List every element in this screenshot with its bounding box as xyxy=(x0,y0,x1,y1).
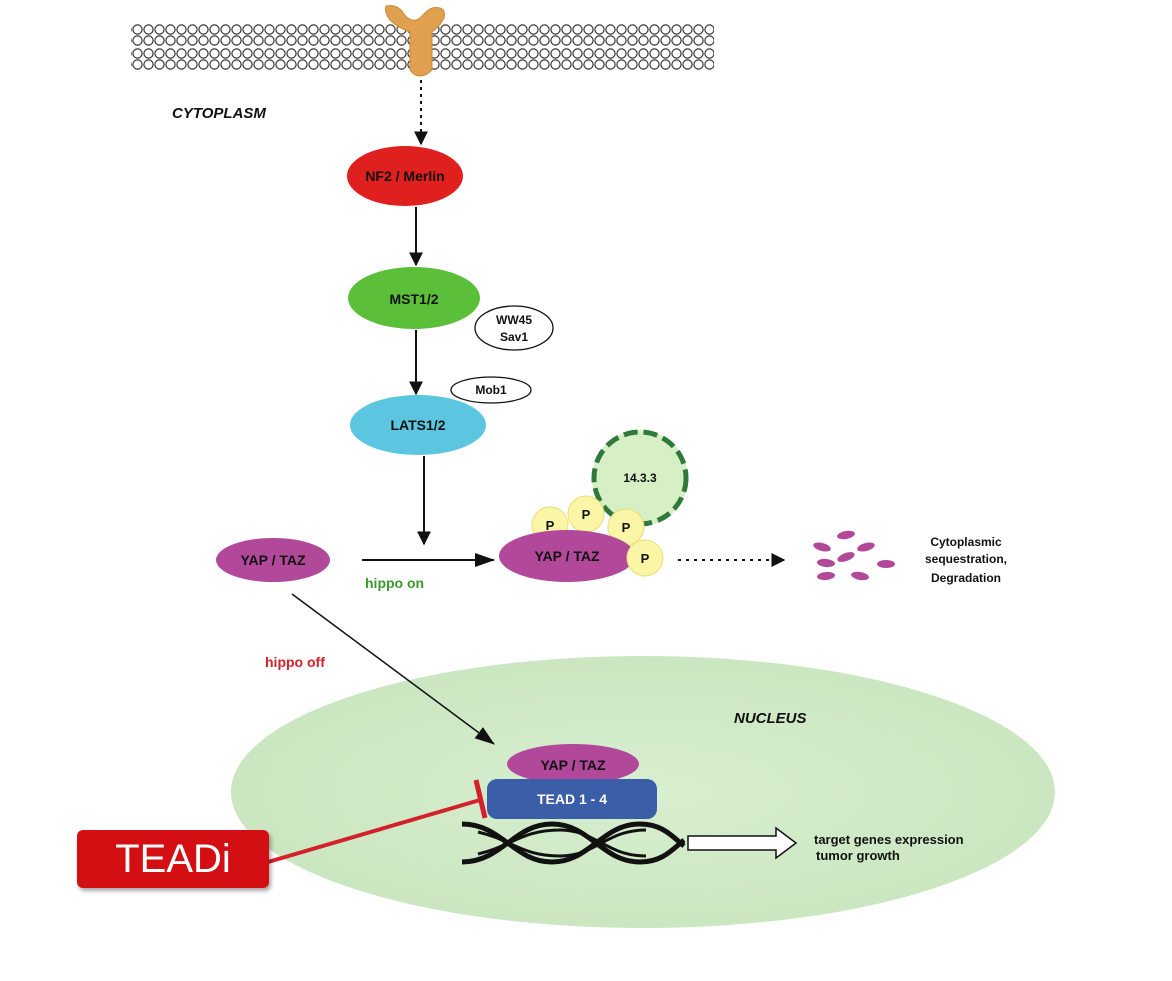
teadi-inhibition-bar xyxy=(473,779,488,819)
protein-14-3-3-node xyxy=(592,430,688,526)
lats12-node xyxy=(350,395,486,455)
teadi-inhibition-line xyxy=(267,798,481,864)
phosphate-4-label: P xyxy=(641,551,650,566)
teadi-label: TEADi xyxy=(115,837,231,881)
yap-taz-nucleus-node xyxy=(507,744,639,784)
target-genes-arrow xyxy=(687,826,798,860)
phosphate-2-label: P xyxy=(582,507,591,522)
ww45-sav1-node xyxy=(474,305,554,351)
phosphate-3-label: P xyxy=(622,520,631,535)
nf2-merlin-label: NF2 / Merlin xyxy=(365,168,444,184)
tead-label: TEAD 1 - 4 xyxy=(537,791,607,807)
yap-taz-phospho-node xyxy=(499,530,635,582)
target-genes-line1: target genes expression xyxy=(814,832,964,847)
receptor-icon xyxy=(385,5,445,77)
phosphate-1-label: P xyxy=(546,518,555,533)
mst12-label: MST1/2 xyxy=(389,291,438,307)
mob1-label: Mob1 xyxy=(475,383,507,397)
dna-helix-icon xyxy=(461,821,686,865)
phosphate-4 xyxy=(626,539,664,577)
tead-node xyxy=(487,779,657,819)
degradation-fragments xyxy=(813,530,895,581)
yap-taz-nucleus-label: YAP / TAZ xyxy=(540,757,606,773)
hippo-on-label: hippo on xyxy=(365,575,424,591)
yap-taz-cytoplasm-label: YAP / TAZ xyxy=(240,552,306,568)
yap-taz-cytoplasm-node xyxy=(216,538,330,582)
ww45-label: WW45 xyxy=(496,313,532,327)
hippo-off-arrow xyxy=(291,593,495,745)
nf2-merlin-node xyxy=(347,146,463,206)
cytoplasm-label: CYTOPLASM xyxy=(172,105,266,122)
mob1-node xyxy=(450,376,532,404)
sequestration-line3: Degradation xyxy=(931,571,1001,585)
target-genes-line2: tumor growth xyxy=(816,848,900,863)
yap-taz-phospho-label: YAP / TAZ xyxy=(534,548,600,564)
lats12-label: LATS1/2 xyxy=(391,417,446,433)
nucleus-label: NUCLEUS xyxy=(734,710,807,727)
protein-14-3-3-label: 14.3.3 xyxy=(623,471,657,485)
sequestration-line1: Cytoplasmic xyxy=(930,535,1002,549)
sav1-label: Sav1 xyxy=(500,330,528,344)
sequestration-line2: sequestration, xyxy=(925,552,1007,566)
hippo-off-label: hippo off xyxy=(265,654,325,670)
mst12-node xyxy=(348,267,480,329)
teadi-label-box: TEADi xyxy=(77,830,269,888)
